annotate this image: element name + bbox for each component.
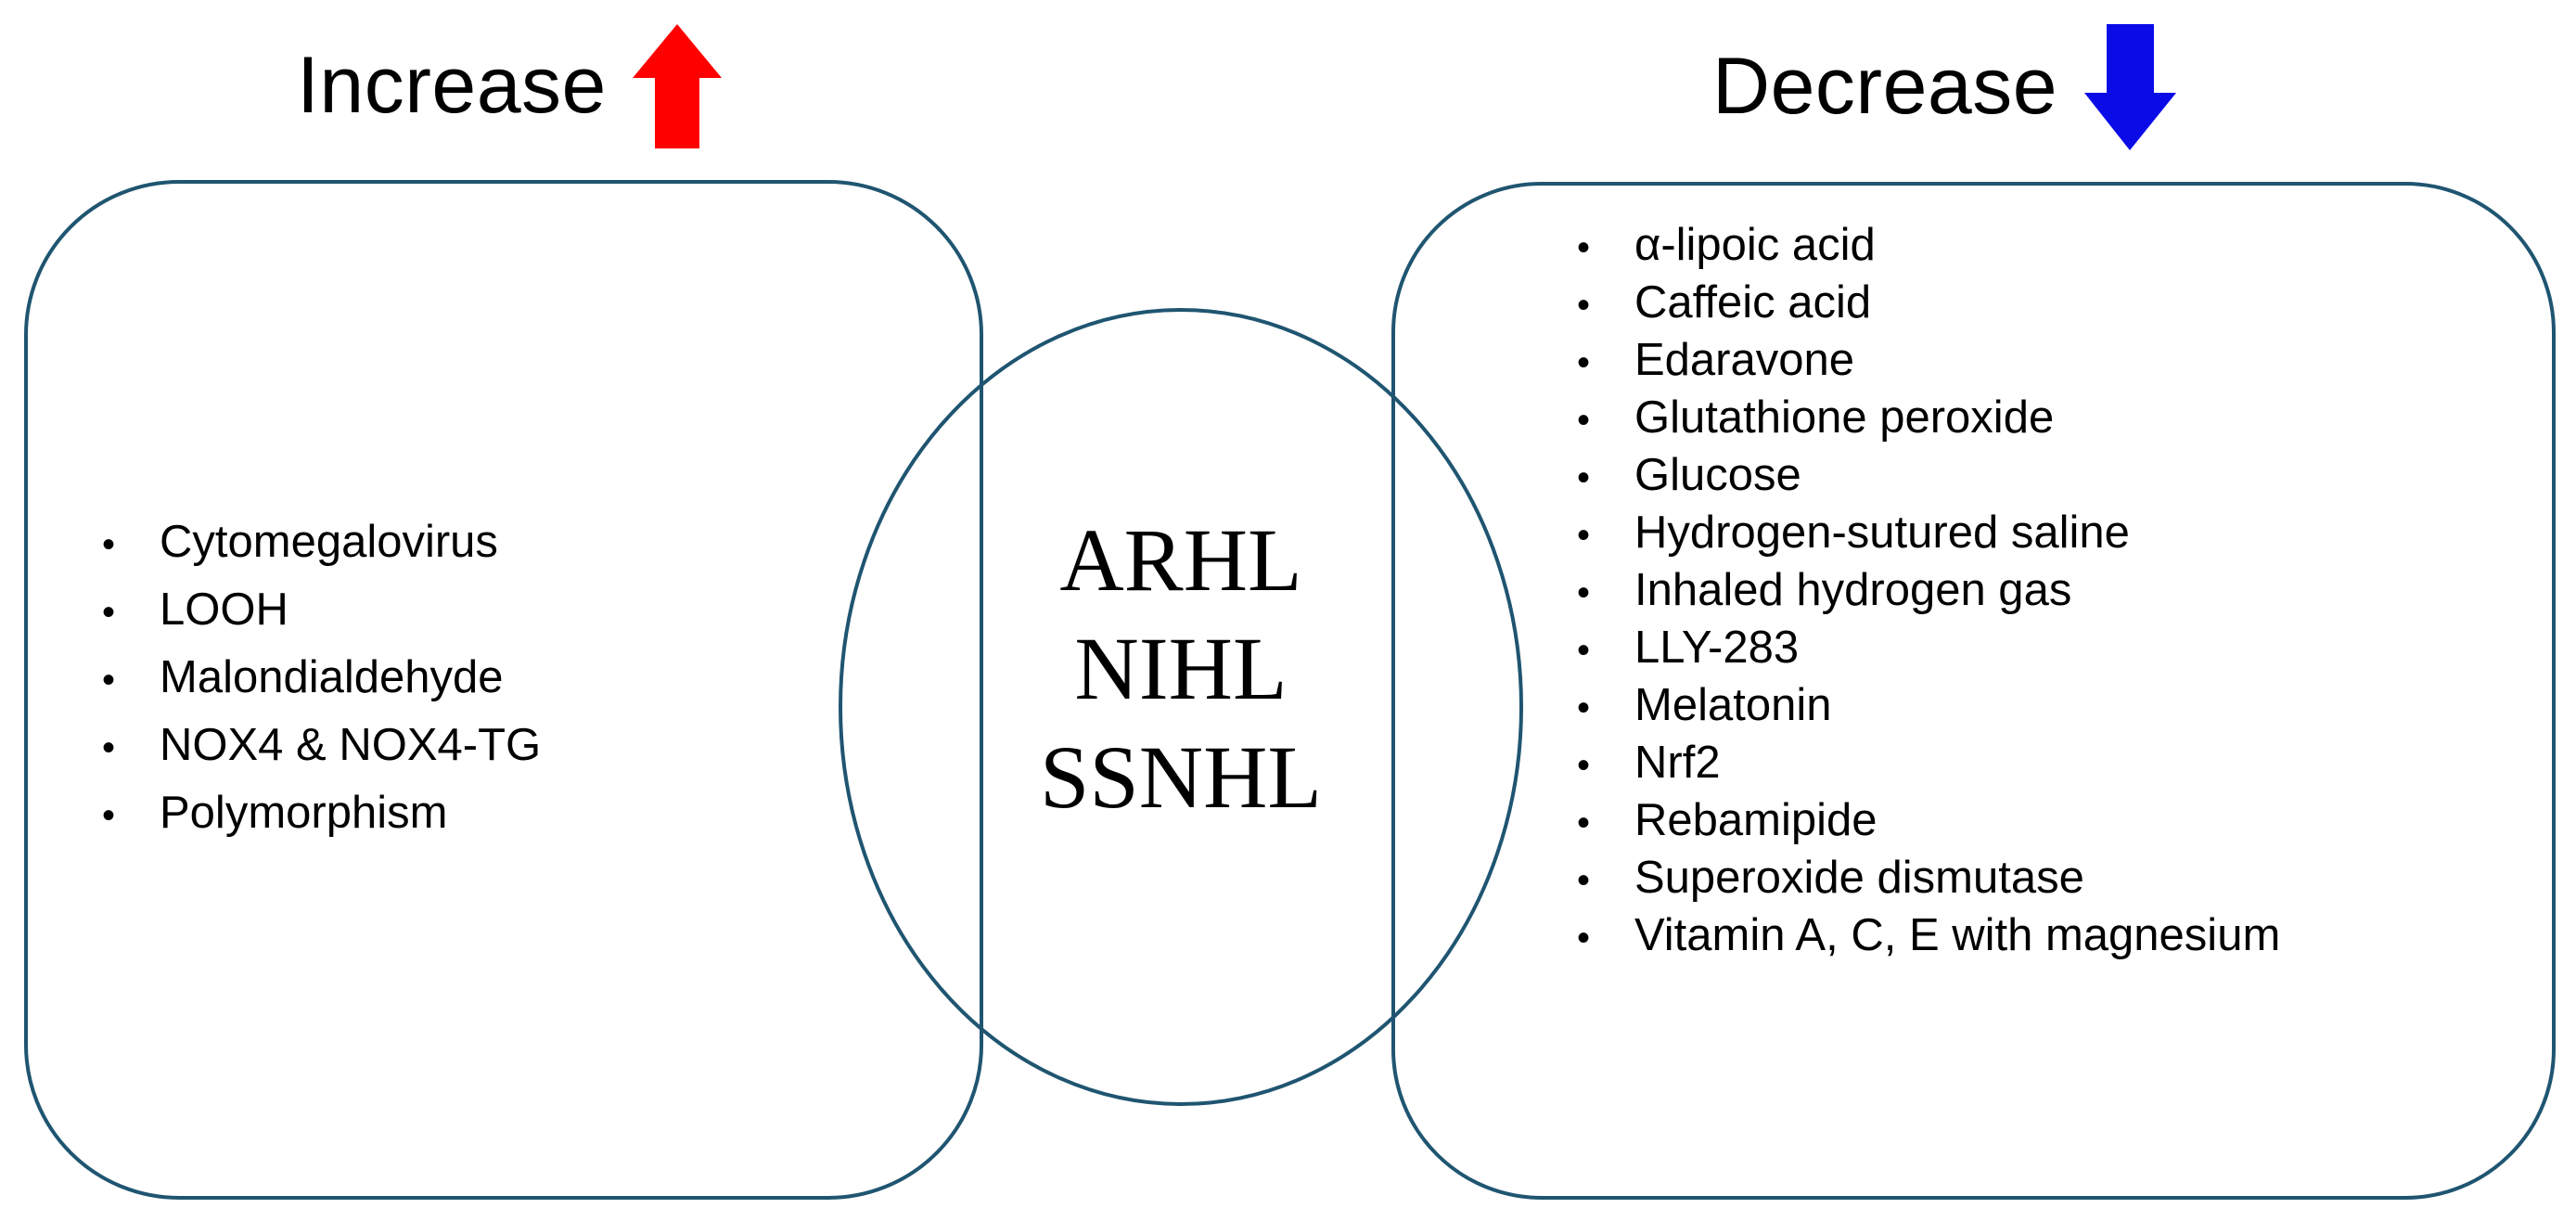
list-item-label: Hydrogen-sutured saline xyxy=(1634,508,2130,558)
list-item-label: Rebamipide xyxy=(1634,795,1878,845)
list-item-label: Caffeic acid xyxy=(1634,277,1872,328)
bullet-icon: • xyxy=(1577,688,1591,728)
list-item: • Glutathione peroxide xyxy=(1577,395,2514,441)
center-term: SSNHL xyxy=(1039,727,1323,828)
bullet-icon: • xyxy=(1577,457,1591,498)
list-item: • Vitamin A, C, E with magnesium xyxy=(1577,913,2514,958)
decrease-label: Decrease xyxy=(1712,42,2058,131)
list-item-label: Inhaled hydrogen gas xyxy=(1634,565,2072,615)
list-item: • Melatonin xyxy=(1577,683,2514,728)
bullet-icon: • xyxy=(102,660,116,700)
bullet-icon: • xyxy=(1577,342,1591,383)
list-item-label: Malondialdehyde xyxy=(160,652,504,702)
list-item-label: Melatonin xyxy=(1634,680,1832,730)
increase-panel: • Cytomegalovirus • LOOH • Malondialdehy… xyxy=(102,520,863,858)
arrow-down-icon xyxy=(2082,20,2179,152)
center-ellipse-terms: ARHL NIHL SSNHL xyxy=(840,506,1521,831)
list-item-label: α-lipoic acid xyxy=(1634,220,1876,270)
list-item: • Inhaled hydrogen gas xyxy=(1577,568,2514,613)
bullet-icon: • xyxy=(1577,572,1591,613)
bullet-icon: • xyxy=(1577,400,1591,441)
bullet-icon: • xyxy=(102,524,116,565)
list-item: • Caffeic acid xyxy=(1577,280,2514,326)
list-item: • α-lipoic acid xyxy=(1577,223,2514,268)
bullet-icon: • xyxy=(1577,745,1591,786)
list-item: • LLY-283 xyxy=(1577,625,2514,671)
list-item-label: LLY-283 xyxy=(1634,623,1800,673)
list-item: • Edaravone xyxy=(1577,338,2514,383)
center-term: NIHL xyxy=(1074,619,1288,719)
bullet-icon: • xyxy=(1577,803,1591,843)
list-item-label: Superoxide dismutase xyxy=(1634,853,2084,903)
list-item: • Superoxide dismutase xyxy=(1577,855,2514,901)
list-item-label: LOOH xyxy=(160,585,288,635)
decrease-list: • α-lipoic acid • Caffeic acid • Edaravo… xyxy=(1577,223,2514,958)
list-item-label: Polymorphism xyxy=(160,788,448,838)
decrease-panel: • α-lipoic acid • Caffeic acid • Edaravo… xyxy=(1577,223,2514,970)
list-item: • LOOH xyxy=(102,587,863,633)
list-item-label: Cytomegalovirus xyxy=(160,517,498,567)
list-item: • Cytomegalovirus xyxy=(102,520,863,565)
bullet-icon: • xyxy=(102,727,116,768)
list-item: • Polymorphism xyxy=(102,790,863,836)
increase-label: Increase xyxy=(297,41,607,130)
bullet-icon: • xyxy=(1577,515,1591,556)
list-item: • NOX4 & NOX4-TG xyxy=(102,723,863,768)
increase-list: • Cytomegalovirus • LOOH • Malondialdehy… xyxy=(102,520,863,836)
bullet-icon: • xyxy=(1577,227,1591,268)
bullet-icon: • xyxy=(102,592,116,633)
bullet-icon: • xyxy=(1577,630,1591,671)
bullet-icon: • xyxy=(1577,285,1591,326)
list-item-label: Glutathione peroxide xyxy=(1634,392,2055,443)
list-item: • Hydrogen-sutured saline xyxy=(1577,510,2514,556)
bullet-icon: • xyxy=(1577,860,1591,901)
list-item: • Malondialdehyde xyxy=(102,655,863,700)
arrow-up-icon xyxy=(631,20,724,150)
list-item: • Glucose xyxy=(1577,453,2514,498)
decrease-header: Decrease xyxy=(1712,20,2179,152)
list-item-label: NOX4 & NOX4-TG xyxy=(160,720,542,770)
list-item-label: Glucose xyxy=(1634,450,1801,500)
center-term: ARHL xyxy=(1059,510,1302,610)
increase-header: Increase xyxy=(297,20,724,150)
list-item-label: Edaravone xyxy=(1634,335,1855,385)
list-item-label: Nrf2 xyxy=(1634,738,1721,788)
list-item: • Nrf2 xyxy=(1577,740,2514,786)
list-item: • Rebamipide xyxy=(1577,798,2514,843)
bullet-icon: • xyxy=(102,795,116,836)
list-item-label: Vitamin A, C, E with magnesium xyxy=(1634,910,2281,960)
bullet-icon: • xyxy=(1577,918,1591,958)
